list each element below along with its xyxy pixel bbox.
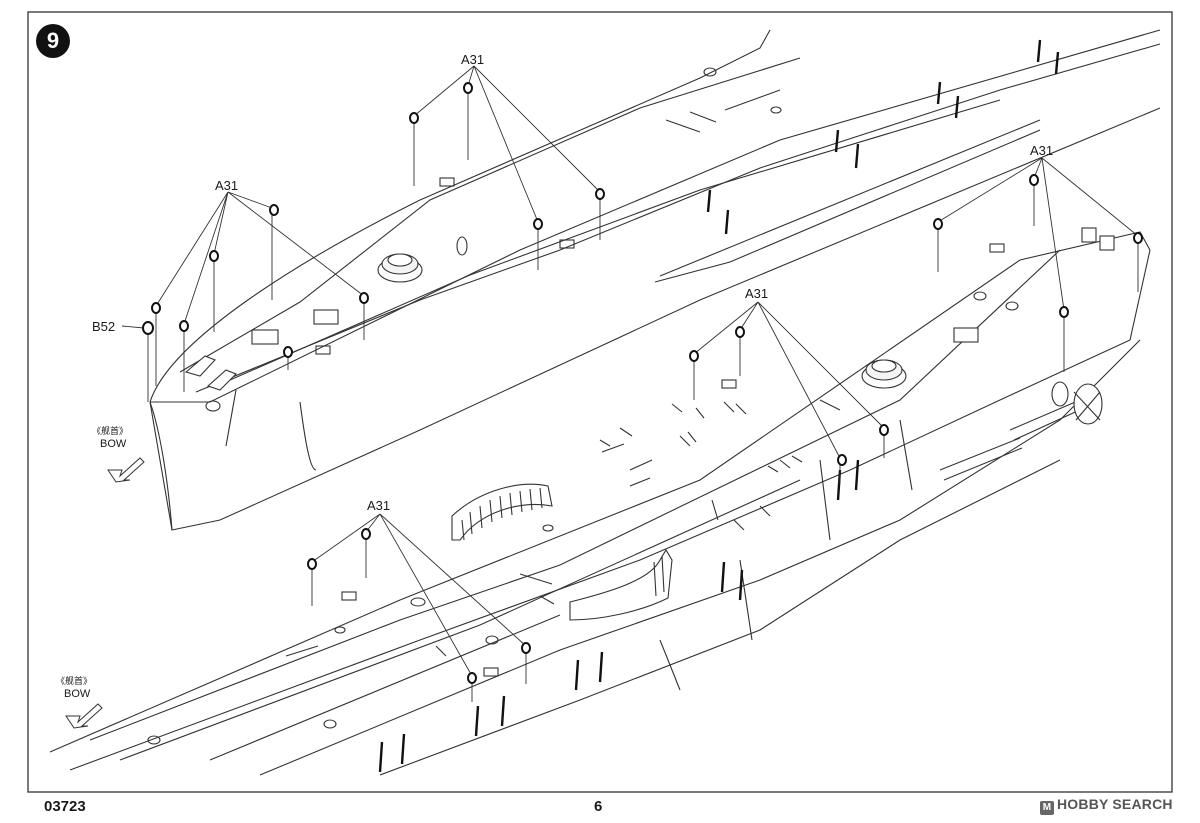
- brand-logo-icon: M: [1040, 801, 1054, 815]
- bow-indicator-lower: 《舰首》 BOW: [56, 675, 103, 729]
- bow-arrow-icon: [107, 457, 145, 483]
- lower-hull: [49, 227, 1151, 776]
- part-markers: [142, 82, 1143, 684]
- part-label-a31: A31: [745, 286, 768, 301]
- part-label-a31: A31: [367, 498, 390, 513]
- bow-label-en: BOW: [100, 438, 127, 450]
- part-label-b52: B52: [92, 319, 115, 334]
- bow-label-zh: 《舰首》: [56, 675, 92, 687]
- page-number: 6: [594, 798, 603, 815]
- bow-indicator-upper: 《舰首》 BOW: [92, 425, 145, 483]
- step-number-badge: 9: [36, 24, 70, 58]
- bow-label-en: BOW: [64, 688, 91, 700]
- part-label-a31: A31: [1030, 143, 1053, 158]
- bow-arrow-icon: [65, 703, 103, 729]
- kit-code: 03723: [44, 798, 86, 815]
- bow-label-zh: 《舰首》: [92, 425, 128, 437]
- page-frame: [27, 11, 1173, 793]
- part-label-a31: A31: [461, 52, 484, 67]
- upper-hull: [149, 29, 1161, 531]
- brand-name: HOBBY SEARCH: [1057, 796, 1173, 812]
- part-label-a31: A31: [215, 178, 238, 193]
- callout-leaders: [121, 65, 1139, 702]
